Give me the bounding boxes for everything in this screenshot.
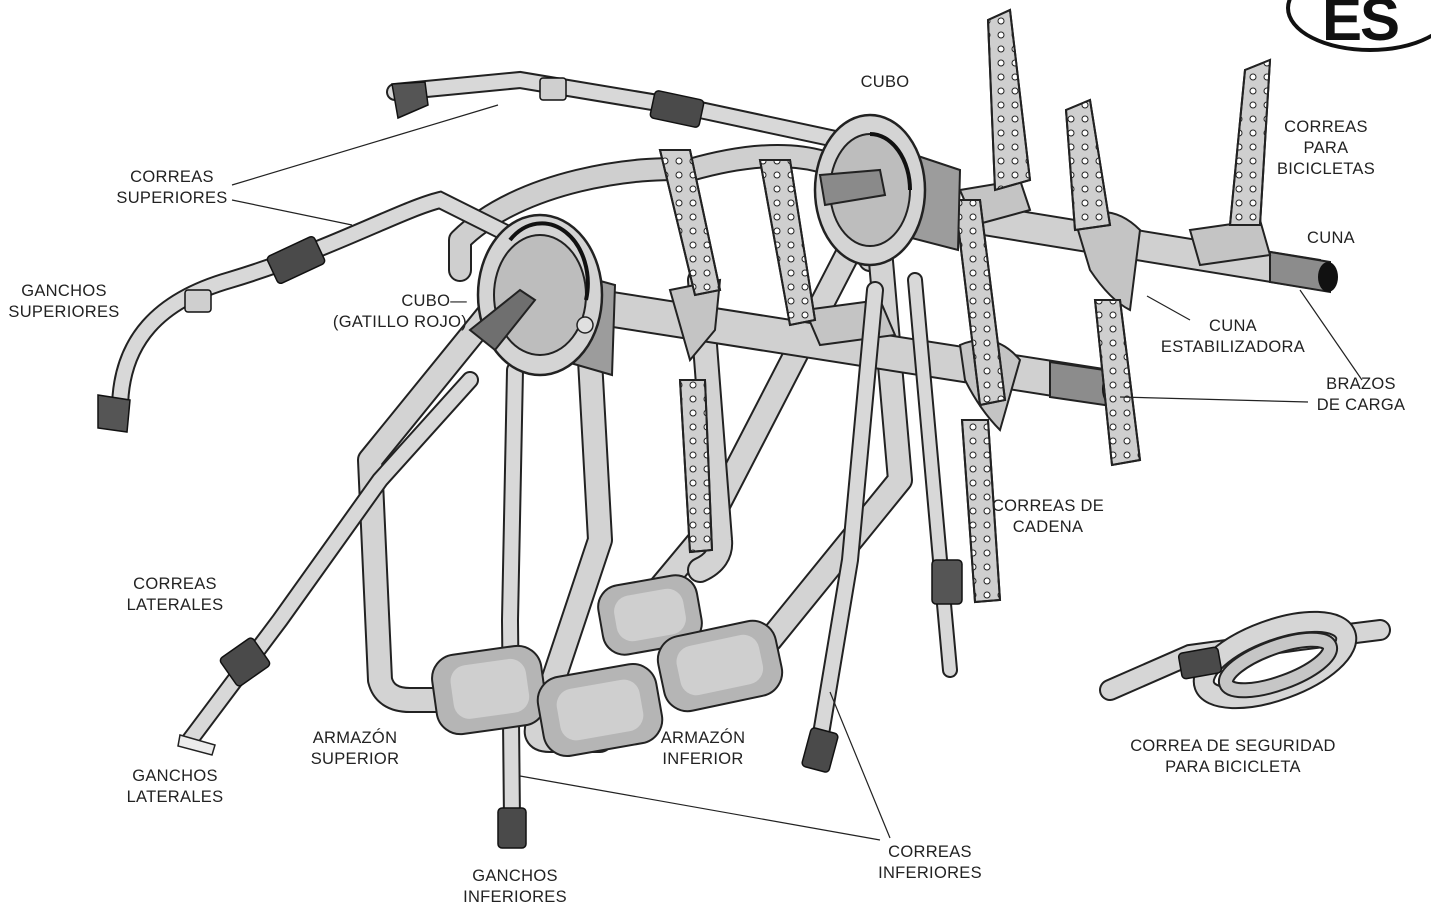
label-correa-de-seguridad: CORREA DE SEGURIDAD PARA BICICLETA xyxy=(1118,736,1348,778)
label-cubo-gatillo-rojo: CUBO— (GATILLO ROJO) xyxy=(322,291,467,333)
label-cubo-top: CUBO xyxy=(845,72,925,93)
label-correas-laterales: CORREAS LATERALES xyxy=(115,574,235,616)
cradle-straps xyxy=(660,10,1270,602)
top-hooks xyxy=(98,82,428,432)
label-cuna: CUNA xyxy=(1296,228,1366,249)
label-armazon-superior: ARMAZÓN SUPERIOR xyxy=(300,728,410,770)
side-straps xyxy=(190,380,470,740)
label-ganchos-superiores: GANCHOS SUPERIORES xyxy=(4,281,124,323)
bike-safety-strap xyxy=(1110,606,1380,714)
label-correas-para-bicicletas: CORREAS PARA BICICLETAS xyxy=(1276,117,1376,180)
label-ganchos-inferiores: GANCHOS INFERIORES xyxy=(455,866,575,908)
label-cuna-estabilizadora: CUNA ESTABILIZADORA xyxy=(1148,316,1318,358)
hub-right xyxy=(815,115,960,265)
label-brazos-de-carga: BRAZOS DE CARGA xyxy=(1306,374,1416,416)
top-straps xyxy=(120,80,840,410)
label-armazon-inferior: ARMAZÓN INFERIOR xyxy=(648,728,758,770)
language-badge-text: ES xyxy=(1322,0,1398,50)
label-ganchos-laterales: GANCHOS LATERALES xyxy=(115,766,235,808)
label-correas-inferiores: CORREAS INFERIORES xyxy=(870,842,990,884)
label-correas-de-cadena: CORREAS DE CADENA xyxy=(988,496,1108,538)
hub-left xyxy=(470,215,615,375)
label-correas-superiores: CORREAS SUPERIORES xyxy=(112,167,232,209)
